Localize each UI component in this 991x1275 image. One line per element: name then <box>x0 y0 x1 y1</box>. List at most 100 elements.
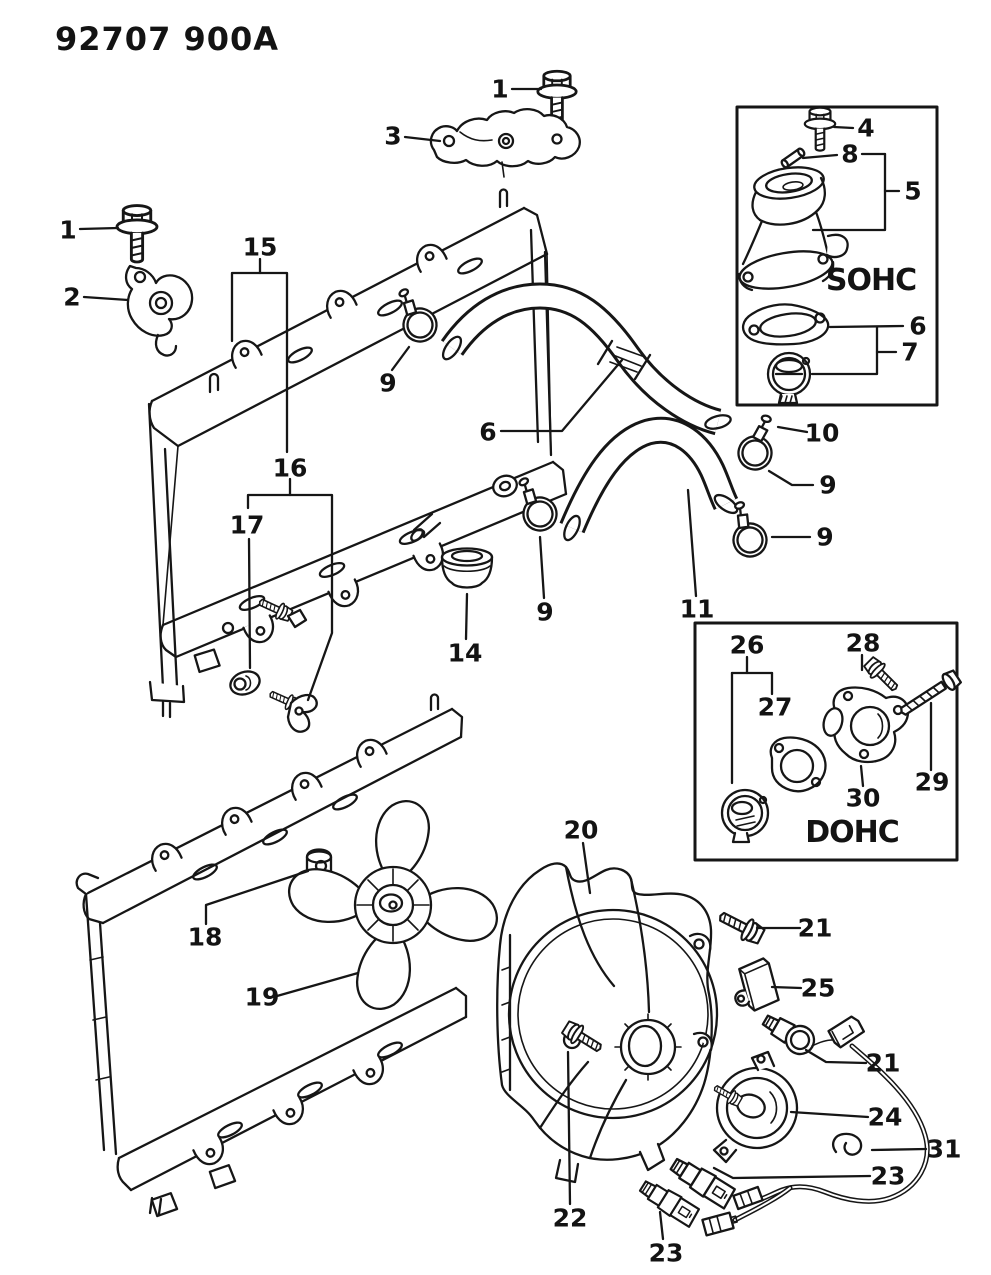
svg-text:9: 9 <box>536 598 553 627</box>
svg-text:28: 28 <box>846 629 881 658</box>
callout-1: 1 <box>491 75 543 104</box>
svg-text:1: 1 <box>59 216 76 245</box>
dohc-inset-box: DOHC <box>693 621 964 862</box>
svg-text:27: 27 <box>758 693 793 722</box>
callout-20: 20 <box>564 816 599 895</box>
callout-28: 28 <box>846 629 881 672</box>
mounting-bolt-left <box>115 204 159 264</box>
svg-text:6: 6 <box>479 418 496 447</box>
callout-18: 18 <box>188 869 310 952</box>
dohc-water-outlet-housing <box>822 686 910 764</box>
callout-16: 16 <box>246 454 334 702</box>
sohc-thermostat <box>766 351 812 405</box>
callout-1: 1 <box>59 216 120 245</box>
callout-31: 31 <box>870 1135 961 1164</box>
radiator-cap-insulator <box>440 547 494 589</box>
svg-text:21: 21 <box>798 914 833 943</box>
svg-text:21: 21 <box>866 1049 901 1078</box>
callout-23: 23 <box>649 1210 684 1268</box>
callout-9: 9 <box>767 469 837 500</box>
fan-motor-bolt <box>714 904 768 948</box>
callout-29: 29 <box>915 701 950 797</box>
callout-23: 23 <box>712 1162 906 1191</box>
thermo-sensor-with-connector <box>761 1014 866 1056</box>
lower-radiator-hose <box>559 416 739 542</box>
fan-motor-drawing <box>710 1050 799 1164</box>
callout-5: 5 <box>811 152 922 232</box>
callout-21: 21 <box>755 914 833 943</box>
svg-text:7: 7 <box>901 338 918 367</box>
svg-text:3: 3 <box>384 122 401 151</box>
mounting-bracket-top <box>429 108 581 178</box>
svg-text:24: 24 <box>868 1103 903 1132</box>
svg-text:4: 4 <box>857 114 874 143</box>
radiator-upper-drawing <box>147 188 568 719</box>
callout-21: 21 <box>804 1049 901 1078</box>
svg-text:23: 23 <box>649 1239 684 1268</box>
svg-text:29: 29 <box>915 768 950 797</box>
svg-text:17: 17 <box>230 511 265 540</box>
svg-text:30: 30 <box>846 784 881 813</box>
svg-text:23: 23 <box>871 1162 906 1191</box>
radiator-lower-drawing <box>75 693 468 1220</box>
svg-text:11: 11 <box>680 595 715 624</box>
relay-bracket <box>734 957 780 1012</box>
svg-text:16: 16 <box>273 454 308 483</box>
svg-text:19: 19 <box>245 983 280 1012</box>
callout-9: 9 <box>770 523 834 552</box>
callout-11: 11 <box>680 488 715 624</box>
callout-22: 22 <box>553 1050 588 1233</box>
sohc-gasket <box>741 303 830 346</box>
svg-text:6: 6 <box>909 312 926 341</box>
callout-30: 30 <box>846 764 881 813</box>
svg-text:2: 2 <box>63 283 80 312</box>
callout-25: 25 <box>770 974 836 1003</box>
svg-text:5: 5 <box>904 177 921 206</box>
callout-27: 27 <box>758 693 793 722</box>
callout-24: 24 <box>789 1103 903 1132</box>
svg-text:22: 22 <box>553 1204 588 1233</box>
callout-17: 17 <box>230 511 265 670</box>
callout-9: 9 <box>379 345 411 398</box>
cooling-fan-drawing <box>288 800 498 1010</box>
callout-3: 3 <box>384 122 442 151</box>
svg-text:9: 9 <box>819 471 836 500</box>
svg-text:14: 14 <box>448 639 483 668</box>
callout-4: 4 <box>832 114 875 143</box>
callout-8: 8 <box>801 140 887 169</box>
callout-6: 6 <box>479 358 624 447</box>
callout-9: 9 <box>536 535 554 627</box>
svg-text:1: 1 <box>491 75 508 104</box>
dohc-thermostat <box>720 788 770 844</box>
drain-plug <box>229 670 261 696</box>
callout-15: 15 <box>230 233 289 454</box>
svg-text:9: 9 <box>379 369 396 398</box>
page-title: 92707 900A <box>55 20 279 58</box>
dohc-label: DOHC <box>805 815 899 850</box>
fan-shroud-drawing <box>496 862 719 1184</box>
callout-7: 7 <box>810 325 919 376</box>
svg-text:18: 18 <box>188 923 223 952</box>
callout-26: 26 <box>730 631 774 785</box>
harness-clip <box>832 1132 863 1156</box>
callout-2: 2 <box>63 283 130 312</box>
callout-14: 14 <box>448 592 483 668</box>
svg-text:20: 20 <box>564 816 599 845</box>
sohc-label: SOHC <box>826 263 916 298</box>
wing-drain-cock <box>266 685 318 733</box>
svg-text:10: 10 <box>805 419 840 448</box>
svg-text:25: 25 <box>801 974 836 1003</box>
svg-text:26: 26 <box>730 631 765 660</box>
sohc-water-outlet-housing <box>737 166 849 292</box>
svg-text:15: 15 <box>243 233 278 262</box>
sohc-inset-box: SOHC <box>735 105 939 407</box>
mounting-bracket-left <box>124 264 194 357</box>
upper-radiator-hose <box>440 282 732 436</box>
svg-text:9: 9 <box>816 523 833 552</box>
callout-19: 19 <box>245 971 360 1012</box>
callout-6: 6 <box>828 312 927 341</box>
svg-text:8: 8 <box>841 140 858 169</box>
dohc-gasket <box>769 736 827 793</box>
